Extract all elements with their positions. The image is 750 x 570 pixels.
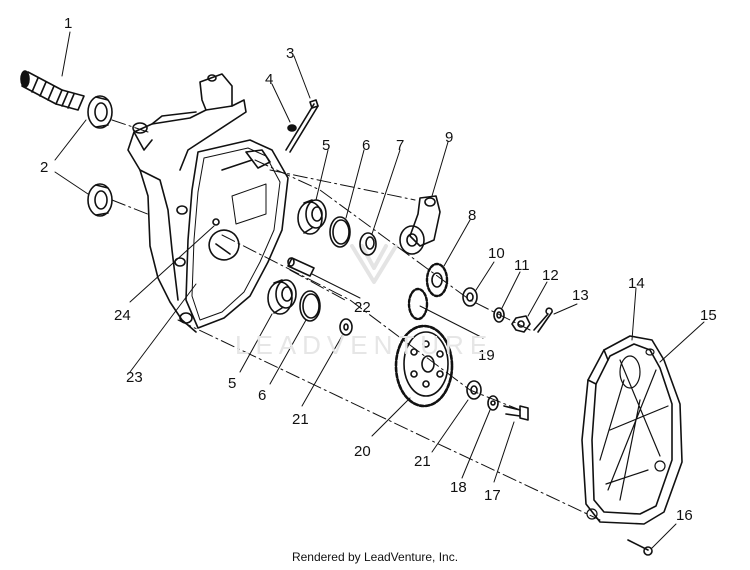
callout-6-lower: 6 — [258, 387, 266, 404]
callout-14: 14 — [628, 275, 645, 292]
part-22-pin — [287, 257, 315, 277]
callout-8: 8 — [468, 207, 476, 224]
part-14-cover — [581, 335, 683, 525]
part-19-sprocket — [407, 287, 429, 321]
part-17-bolt — [503, 405, 529, 421]
part-3-bolt — [285, 99, 319, 153]
callout-9: 9 — [445, 129, 453, 146]
part-18-washer — [487, 395, 499, 411]
callout-3: 3 — [286, 45, 294, 62]
part-2-seal-lower — [87, 183, 113, 217]
part-11-washer — [493, 307, 505, 323]
callout-12: 12 — [542, 267, 559, 284]
part-8-sprocket — [425, 262, 449, 298]
callout-21-upper: 21 — [292, 411, 309, 428]
part-21-washer-upper — [339, 318, 353, 336]
callout-13: 13 — [572, 287, 589, 304]
part-7-spacer — [359, 232, 377, 256]
callout-15: 15 — [700, 307, 717, 324]
callout-6-upper: 6 — [362, 137, 370, 154]
callout-22: 22 — [354, 299, 371, 316]
part-6-ring-lower — [299, 290, 321, 322]
callout-5-upper: 5 — [322, 137, 330, 154]
leader-lines — [54, 31, 705, 549]
part-10-washer — [462, 287, 478, 307]
callout-4: 4 — [265, 71, 273, 88]
callout-17: 17 — [484, 487, 501, 504]
callout-19: 19 — [478, 347, 495, 364]
alignment-lines — [111, 119, 601, 521]
callout-24: 24 — [114, 307, 131, 324]
callout-5-lower: 5 — [228, 375, 236, 392]
part-4-washer — [287, 124, 297, 132]
footer-credit: Rendered by LeadVenture, Inc. — [291, 550, 459, 564]
part-5-bearing-upper — [297, 199, 327, 235]
callout-2: 2 — [40, 159, 48, 176]
part-20-gear — [394, 324, 454, 408]
part-6-ring-upper — [329, 216, 351, 248]
part-13-cotter-pin — [533, 307, 553, 333]
callout-16: 16 — [676, 507, 693, 524]
part-9-tensioner — [399, 195, 441, 255]
callout-21-lower: 21 — [414, 453, 431, 470]
part-12-nut — [511, 315, 531, 333]
callout-18: 18 — [450, 479, 467, 496]
watermark-logo — [350, 244, 398, 284]
watermark-text: LEADVENTURE — [235, 330, 494, 360]
part-16-screw — [627, 539, 653, 556]
part-15-cover-frame — [586, 348, 669, 520]
part-21-washer-lower — [466, 380, 482, 400]
callout-20: 20 — [354, 443, 371, 460]
callout-10: 10 — [488, 245, 505, 262]
chain-case-housing — [127, 73, 289, 333]
callout-labels: 1 2 3 4 5 6 7 9 8 10 11 12 13 14 15 22 2… — [40, 15, 717, 524]
callout-23: 23 — [126, 369, 143, 386]
part-2-seal-upper — [87, 95, 113, 129]
part-5-bearing-lower — [267, 279, 297, 315]
part-1-shaft — [20, 70, 85, 111]
callout-1: 1 — [64, 15, 72, 32]
callout-11: 11 — [514, 257, 530, 274]
callout-7: 7 — [396, 137, 404, 154]
